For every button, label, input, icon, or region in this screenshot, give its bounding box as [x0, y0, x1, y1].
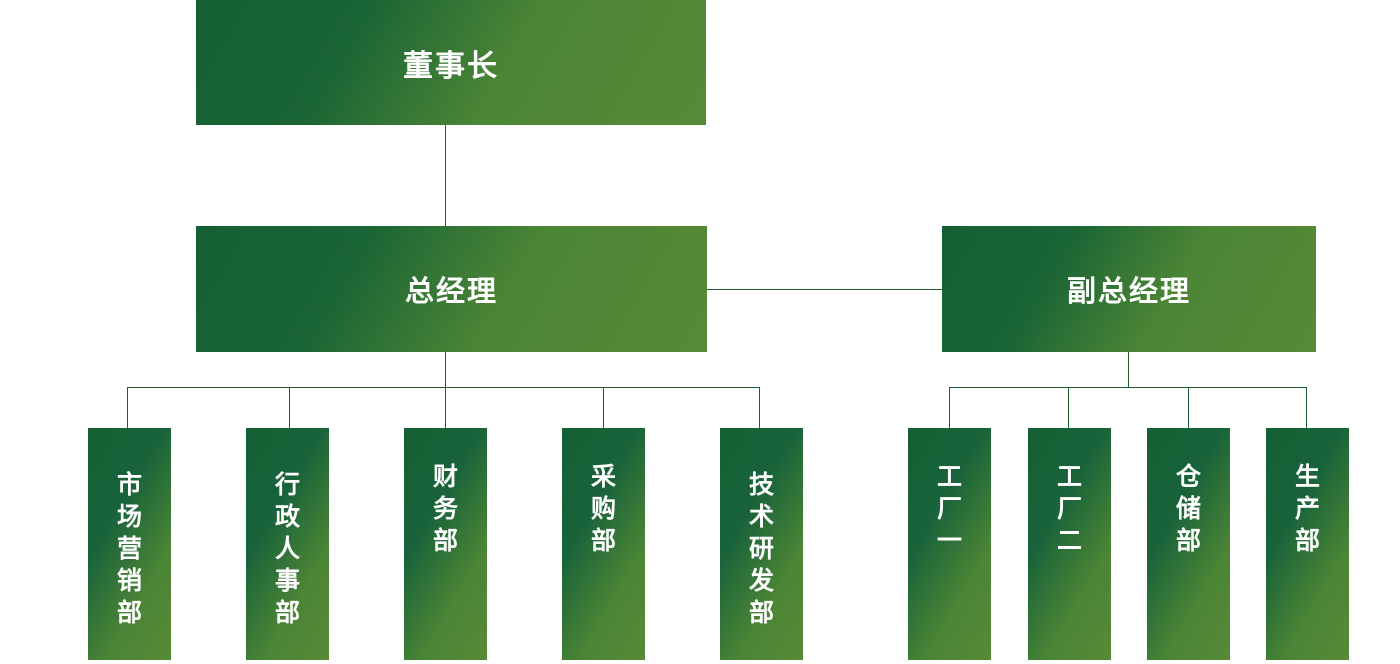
- connector-deputy-dept-4: [1306, 387, 1307, 428]
- connector-gm-bus: [127, 387, 760, 388]
- connector-deputy-down: [1128, 352, 1129, 387]
- dept-label: 采购部: [590, 462, 616, 555]
- connector-deputy-dept-3: [1188, 387, 1189, 428]
- general-manager-box: 总经理: [196, 226, 707, 352]
- connector-gm-deputy: [707, 289, 942, 290]
- connector-dept-4: [603, 387, 604, 428]
- connector-dept-5: [759, 387, 760, 428]
- dept-label: 生产部: [1294, 462, 1320, 555]
- connector-deputy-bus: [949, 387, 1307, 388]
- connector-gm-down: [445, 352, 446, 387]
- dept-label: 工厂一: [936, 462, 962, 555]
- dept-label: 工厂二: [1056, 462, 1082, 555]
- dept-label: 市场营销部: [116, 470, 142, 627]
- dept-finance: 财务部: [404, 428, 487, 660]
- dept-marketing: 市场营销部: [88, 428, 171, 660]
- dept-factory-2: 工厂二: [1028, 428, 1111, 660]
- dept-warehouse: 仓储部: [1147, 428, 1230, 660]
- general-manager-label: 总经理: [404, 274, 498, 308]
- dept-production: 生产部: [1266, 428, 1349, 660]
- dept-admin-hr: 行政人事部: [246, 428, 329, 660]
- dept-rd: 技术研发部: [720, 428, 803, 660]
- connector-deputy-dept-1: [949, 387, 950, 428]
- dept-label: 仓储部: [1175, 462, 1201, 555]
- connector-dept-2: [289, 387, 290, 428]
- deputy-general-manager-label: 副总经理: [1066, 274, 1191, 308]
- dept-factory-1: 工厂一: [908, 428, 991, 660]
- dept-label: 财务部: [432, 462, 458, 555]
- chairman-box: 董事长: [196, 0, 706, 125]
- dept-label: 技术研发部: [748, 470, 774, 627]
- deputy-general-manager-box: 副总经理: [942, 226, 1316, 352]
- dept-label: 行政人事部: [274, 470, 300, 627]
- dept-purchasing: 采购部: [562, 428, 645, 660]
- connector-dept-3: [445, 387, 446, 428]
- connector-dept-1: [127, 387, 128, 428]
- connector-deputy-dept-2: [1068, 387, 1069, 428]
- connector-chairman-gm: [445, 125, 446, 226]
- chairman-label: 董事长: [403, 48, 499, 84]
